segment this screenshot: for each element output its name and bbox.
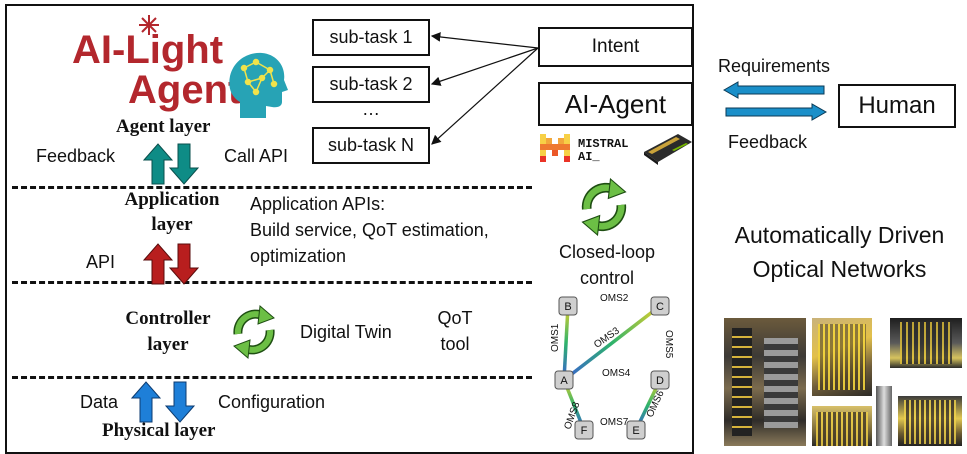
human-feedback-label: Feedback xyxy=(728,132,808,152)
controller-layer-label-2: layer xyxy=(147,334,189,355)
photo-fiber-patch-2 xyxy=(890,318,962,368)
teal-arrows-icon xyxy=(142,143,200,185)
application-layer-label-1: Application xyxy=(124,189,220,210)
separator-controller-physical xyxy=(12,376,532,379)
link-oms1 xyxy=(562,305,570,381)
subtask-ellipsis: … xyxy=(362,99,380,119)
app-apis-line3: optimization xyxy=(250,246,347,266)
controller-layer-label-1: Controller xyxy=(125,308,211,329)
link-label-oms1: OMS1 xyxy=(550,323,561,352)
cycle-icon xyxy=(233,305,275,359)
mistral-text: MISTRAL AI_ xyxy=(578,138,628,164)
closed-loop-label-1: Closed-loop xyxy=(558,242,656,262)
qot-tool-label-1: QoT xyxy=(437,308,473,328)
subtask-label: sub-task N xyxy=(327,135,415,155)
mistral-text-line1: MISTRAL xyxy=(578,137,629,151)
ai-head-icon xyxy=(229,52,288,118)
subtask-label: sub-task 2 xyxy=(329,74,413,94)
photo-fiber-patch-4 xyxy=(898,396,962,446)
node-e xyxy=(626,420,646,440)
mistral-text-line2: AI_ xyxy=(578,150,600,164)
subtask-box-2: sub-task 2 xyxy=(312,66,430,103)
subtask-box-n: sub-task N xyxy=(312,127,430,164)
intent-decomposition-arrows xyxy=(430,32,539,145)
closed-loop-icon xyxy=(581,177,627,237)
app-apis-title: Application APIs: xyxy=(250,194,386,214)
link-label-oms5: OMS5 xyxy=(663,330,674,359)
agent-layer-label: Agent layer xyxy=(116,116,211,137)
closed-loop-label-2: control xyxy=(579,268,635,288)
node-label-c: C xyxy=(656,301,664,313)
title-line-1: Automatically Driven xyxy=(734,222,945,248)
subtask-label: sub-task 1 xyxy=(329,27,413,47)
link-label-oms7: OMS7 xyxy=(600,417,629,428)
ai-agent-box: AI-Agent xyxy=(538,82,693,126)
physical-layer-label: Physical layer xyxy=(102,420,216,441)
photo-datacenter-rack-1 xyxy=(724,318,806,446)
requirements-label: Requirements xyxy=(718,56,831,76)
link-label-oms2: OMS2 xyxy=(600,293,629,304)
logo-text-agent: Agent xyxy=(128,68,242,112)
feedback-label: Feedback xyxy=(36,146,116,166)
node-label-a: A xyxy=(560,375,568,387)
node-b xyxy=(558,296,578,316)
blue-arrows-icon xyxy=(130,381,196,423)
separator-application-controller xyxy=(12,281,532,284)
subtask-box-1: sub-task 1 xyxy=(312,19,430,56)
human-label: Human xyxy=(858,92,936,119)
red-arrows-icon xyxy=(142,243,200,285)
node-f xyxy=(574,420,594,440)
logo-text-ai-light: AI-Light xyxy=(72,28,224,72)
node-c xyxy=(650,296,670,316)
node-label-d: D xyxy=(656,375,664,387)
call-api-label: Call API xyxy=(224,146,289,166)
photo-fiber-patch-3 xyxy=(812,406,872,446)
node-label-e: E xyxy=(632,425,639,437)
node-d xyxy=(650,370,670,390)
qot-tool-label-2: tool xyxy=(440,334,470,354)
title-line-2: Optical Networks xyxy=(752,256,927,282)
intent-box: Intent xyxy=(538,27,693,67)
human-box: Human xyxy=(838,84,956,128)
ai-agent-label: AI-Agent xyxy=(564,88,667,119)
photo-fiber-patch-1 xyxy=(812,318,872,396)
link-label-oms4: OMS4 xyxy=(602,368,631,379)
network-topology: OMS2 OMS3 OMS4 OMS7 OMS1 OMS5 OMS6 OMS8 … xyxy=(550,293,674,440)
app-apis-line2: Build service, QoT estimation, xyxy=(250,220,489,240)
human-agent-arrows-icon xyxy=(722,81,828,121)
mistral-logo-icon xyxy=(540,134,570,162)
separator-agent-application xyxy=(12,186,532,189)
link-oms3 xyxy=(562,304,662,382)
node-label-f: F xyxy=(581,425,588,437)
configuration-label: Configuration xyxy=(218,392,326,412)
node-a xyxy=(554,370,574,390)
spark-icon xyxy=(139,15,159,35)
gpu-card-icon xyxy=(644,134,692,165)
node-label-b: B xyxy=(564,301,571,313)
data-label: Data xyxy=(80,392,119,412)
digital-twin-label: Digital Twin xyxy=(300,322,392,342)
api-label: API xyxy=(86,252,116,272)
intent-label: Intent xyxy=(591,36,640,57)
application-layer-label-2: layer xyxy=(151,214,193,235)
photo-cable-strip xyxy=(876,386,892,446)
